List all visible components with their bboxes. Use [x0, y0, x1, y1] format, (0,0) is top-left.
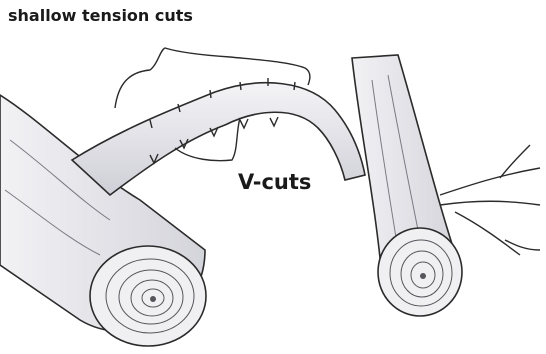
bent-branch: [72, 78, 365, 195]
shallow-tension-cuts-label: shallow tension cuts: [8, 6, 193, 25]
v-cuts-label: V-cuts: [238, 170, 311, 194]
twigs: [440, 145, 540, 255]
right-log-cut-end: [378, 228, 462, 316]
left-log-cut-end: [90, 246, 206, 346]
